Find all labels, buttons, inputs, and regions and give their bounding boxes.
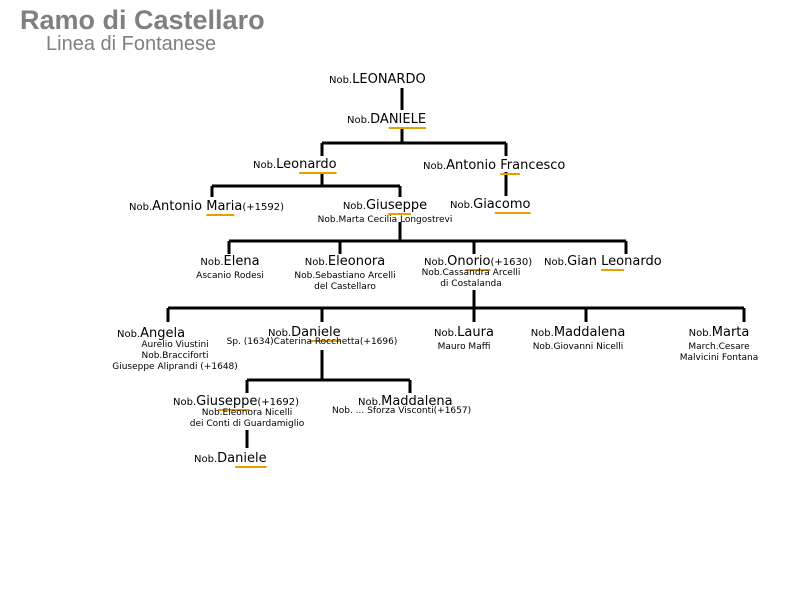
title-prefix: Nob. (117, 329, 141, 340)
spouse-name: Giuseppe Aliprandi (+1648) (112, 362, 238, 372)
title-prefix: Nob. (530, 328, 554, 339)
person-name: Maddalena (553, 325, 626, 340)
spouse-family: dei Conti di Guardamiglio (189, 419, 305, 429)
person-name: Giacomo (473, 197, 531, 212)
person-antonio-francesco: Nob.Antonio Francesco (423, 155, 565, 175)
person-name: Antonio Francesco (446, 158, 566, 173)
person-name: Maddalena (381, 394, 453, 409)
spouse-name: Malvicini Fontana (679, 353, 759, 363)
title-prefix: Nob. (450, 200, 474, 211)
title-prefix: Nob. (200, 257, 224, 268)
person-giuseppe-1: Nob.Giuseppe Nob.Marta Cecilia Longostre… (300, 195, 470, 226)
spouse-name: Nob.Eleonora Nicelli (201, 408, 293, 418)
person-elena: Nob.Elena Ascanio Rodesi (180, 251, 280, 282)
title-prefix: Nob. (544, 257, 568, 268)
spouse-name: Nob.Sebastiano Arcelli (294, 271, 396, 281)
spouse-name: Ascanio Rodesi (196, 271, 264, 281)
person-name: Marta (711, 325, 750, 340)
person-laura: Nob.Laura Mauro Maffi (424, 322, 504, 353)
title-prefix: Nob. (342, 201, 366, 212)
person-gian-leonardo: Nob.Gian Leonardo (544, 251, 662, 271)
title-prefix: Nob. (434, 328, 458, 339)
spouse-name: Aurelio Viustini (141, 340, 209, 350)
person-leonardo-2: Nob.Leonardo (253, 154, 337, 174)
person-antonio-maria: Nob.Antonio Maria(+1592) (129, 196, 284, 216)
person-name: Giuseppe (365, 198, 428, 213)
person-onorio: Nob.Onorio(+1630) (424, 251, 532, 271)
person-giacomo: Nob.Giacomo (450, 194, 531, 214)
spouse-family: del Castellaro (314, 282, 376, 292)
spouse-name: Mauro Maffi (437, 342, 491, 352)
person-name: Gian Leonardo (567, 254, 662, 269)
death-year: (+1692) (257, 397, 299, 408)
person-angela: Nob.Angela (117, 323, 185, 343)
person-onorio-spouse: Nob.Cassandra Arcelli di Costalanda (400, 268, 542, 290)
person-name: Onorio (447, 254, 491, 269)
person-daniele-2-spouse: Sp. (1634)Caterina Rocchetta(+1696) (212, 337, 412, 348)
title-prefix: Nob. (358, 397, 382, 408)
person-angela-spouses: Aurelio Viustini Nob.Bracciforti Giusepp… (100, 340, 250, 373)
title-prefix: Nob. (268, 328, 292, 339)
spouse-name: Sp. (1634)Caterina Rocchetta(+1696) (226, 337, 398, 347)
person-maddalena-2-spouse: Nob. ... Sforza Visconti(+1657) (332, 406, 471, 417)
spouse-name: Nob.Giovanni Nicelli (532, 342, 624, 352)
person-name: LEONARDO (352, 72, 426, 87)
person-name: Antonio Maria (152, 199, 243, 214)
title-prefix: Nob. (194, 454, 218, 465)
title-prefix: Nob. (347, 115, 371, 126)
person-eleonora: Nob.Eleonora Nob.Sebastiano Arcelli del … (285, 251, 405, 293)
title-prefix: Nob. (173, 397, 197, 408)
person-name: Elena (223, 254, 260, 269)
title-prefix: Nob. (304, 257, 328, 268)
spouse-name: Nob. ... Sforza Visconti(+1657) (332, 406, 472, 416)
person-maddalena-1: Nob.Maddalena Nob.Giovanni Nicelli (520, 322, 636, 353)
person-name: Angela (140, 326, 186, 341)
person-name: Leonardo (276, 157, 337, 172)
page-title: Ramo di Castellaro (20, 5, 265, 35)
title-prefix: Nob. (423, 161, 447, 172)
spouse-name: Nob.Marta Cecilia Longostrevi (317, 215, 453, 225)
title-prefix: Nob. (688, 328, 712, 339)
person-name: DANIELE (370, 112, 427, 127)
person-name: Laura (457, 325, 494, 340)
person-name: Daniele (291, 325, 341, 340)
person-name: Daniele (217, 451, 267, 466)
title-prefix: Nob. (129, 202, 153, 213)
person-name: Eleonora (327, 254, 386, 269)
spouse-name: Nob.Bracciforti (141, 351, 209, 361)
person-maddalena-2: Nob.Maddalena (358, 391, 453, 411)
title-prefix: Nob. (329, 75, 353, 86)
person-marta: Nob.Marta March.Cesare Malvicini Fontana (664, 322, 774, 364)
person-leonardo-root: Nob.LEONARDO (329, 69, 426, 89)
page-subtitle: Linea di Fontanese (46, 33, 217, 55)
spouse-name: March.Cesare (688, 342, 750, 352)
person-daniele-2: Nob.Daniele (268, 322, 341, 342)
death-year: (+1630) (490, 257, 533, 268)
spouse-family: di Costalanda (440, 279, 502, 289)
title-prefix: Nob. (424, 257, 448, 268)
person-giuseppe-2: Nob.Giuseppe(+1692) (173, 391, 299, 411)
person-daniele-1: Nob.DANIELE (347, 109, 426, 129)
person-name: Giuseppe (196, 394, 258, 409)
title-prefix: Nob. (253, 160, 277, 171)
spouse-name: Nob.Cassandra Arcelli (421, 268, 521, 278)
person-daniele-3: Nob.Daniele (194, 448, 267, 468)
person-giuseppe-2-spouse: Nob.Eleonora Nicelli dei Conti di Guarda… (172, 408, 322, 430)
death-year: (+1592) (242, 202, 284, 213)
